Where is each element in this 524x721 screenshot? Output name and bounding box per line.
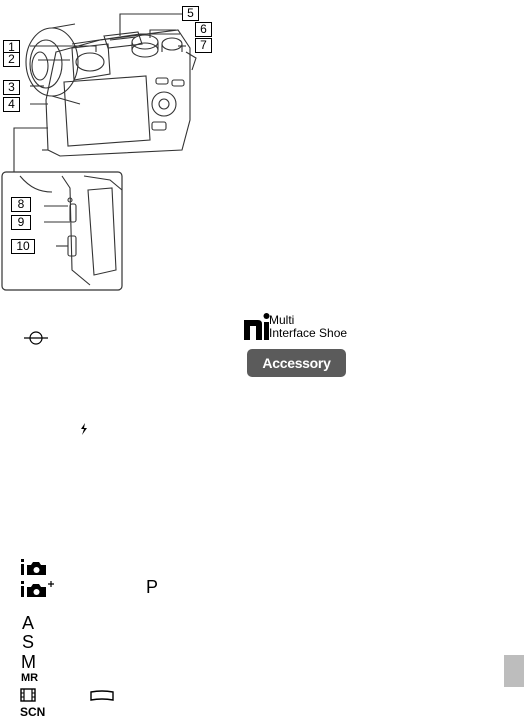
callout-6: 6	[195, 22, 212, 37]
intelligent-auto-icon	[21, 559, 46, 575]
scene-selection-icon: SCN	[20, 705, 46, 719]
manual-exposure-icon: M	[21, 652, 36, 672]
movie-icon	[20, 688, 36, 702]
shutter-priority-icon: S	[22, 632, 35, 652]
callout-9: 9	[11, 215, 31, 230]
memory-recall-icon: MR	[21, 672, 39, 684]
page-thumb-tab	[504, 655, 524, 687]
callout-3: 3	[3, 80, 20, 95]
mi-line1: Multi	[269, 313, 295, 327]
superior-auto-icon	[21, 581, 54, 597]
multi-interface-shoe-logo	[244, 313, 270, 340]
callout-4: 4	[3, 97, 20, 112]
camera-illustration	[1, 13, 197, 291]
callout-10: 10	[11, 239, 35, 254]
aperture-priority-icon: A	[22, 613, 35, 633]
callout-5: 5	[182, 6, 199, 21]
accessory-shoe-badge: Accessory Shoe	[247, 349, 346, 399]
flash-icon	[81, 423, 87, 435]
callout-2: 2	[3, 52, 20, 67]
program-mode-icon: P	[146, 577, 159, 597]
multi-interface-shoe-text: Multi Interface Shoe	[269, 314, 347, 340]
image-sensor-mark-icon	[24, 331, 48, 345]
callout-7: 7	[195, 38, 212, 53]
sweep-panorama-icon	[90, 690, 114, 701]
mi-line2: Interface Shoe	[269, 326, 348, 340]
callout-8: 8	[11, 197, 31, 212]
